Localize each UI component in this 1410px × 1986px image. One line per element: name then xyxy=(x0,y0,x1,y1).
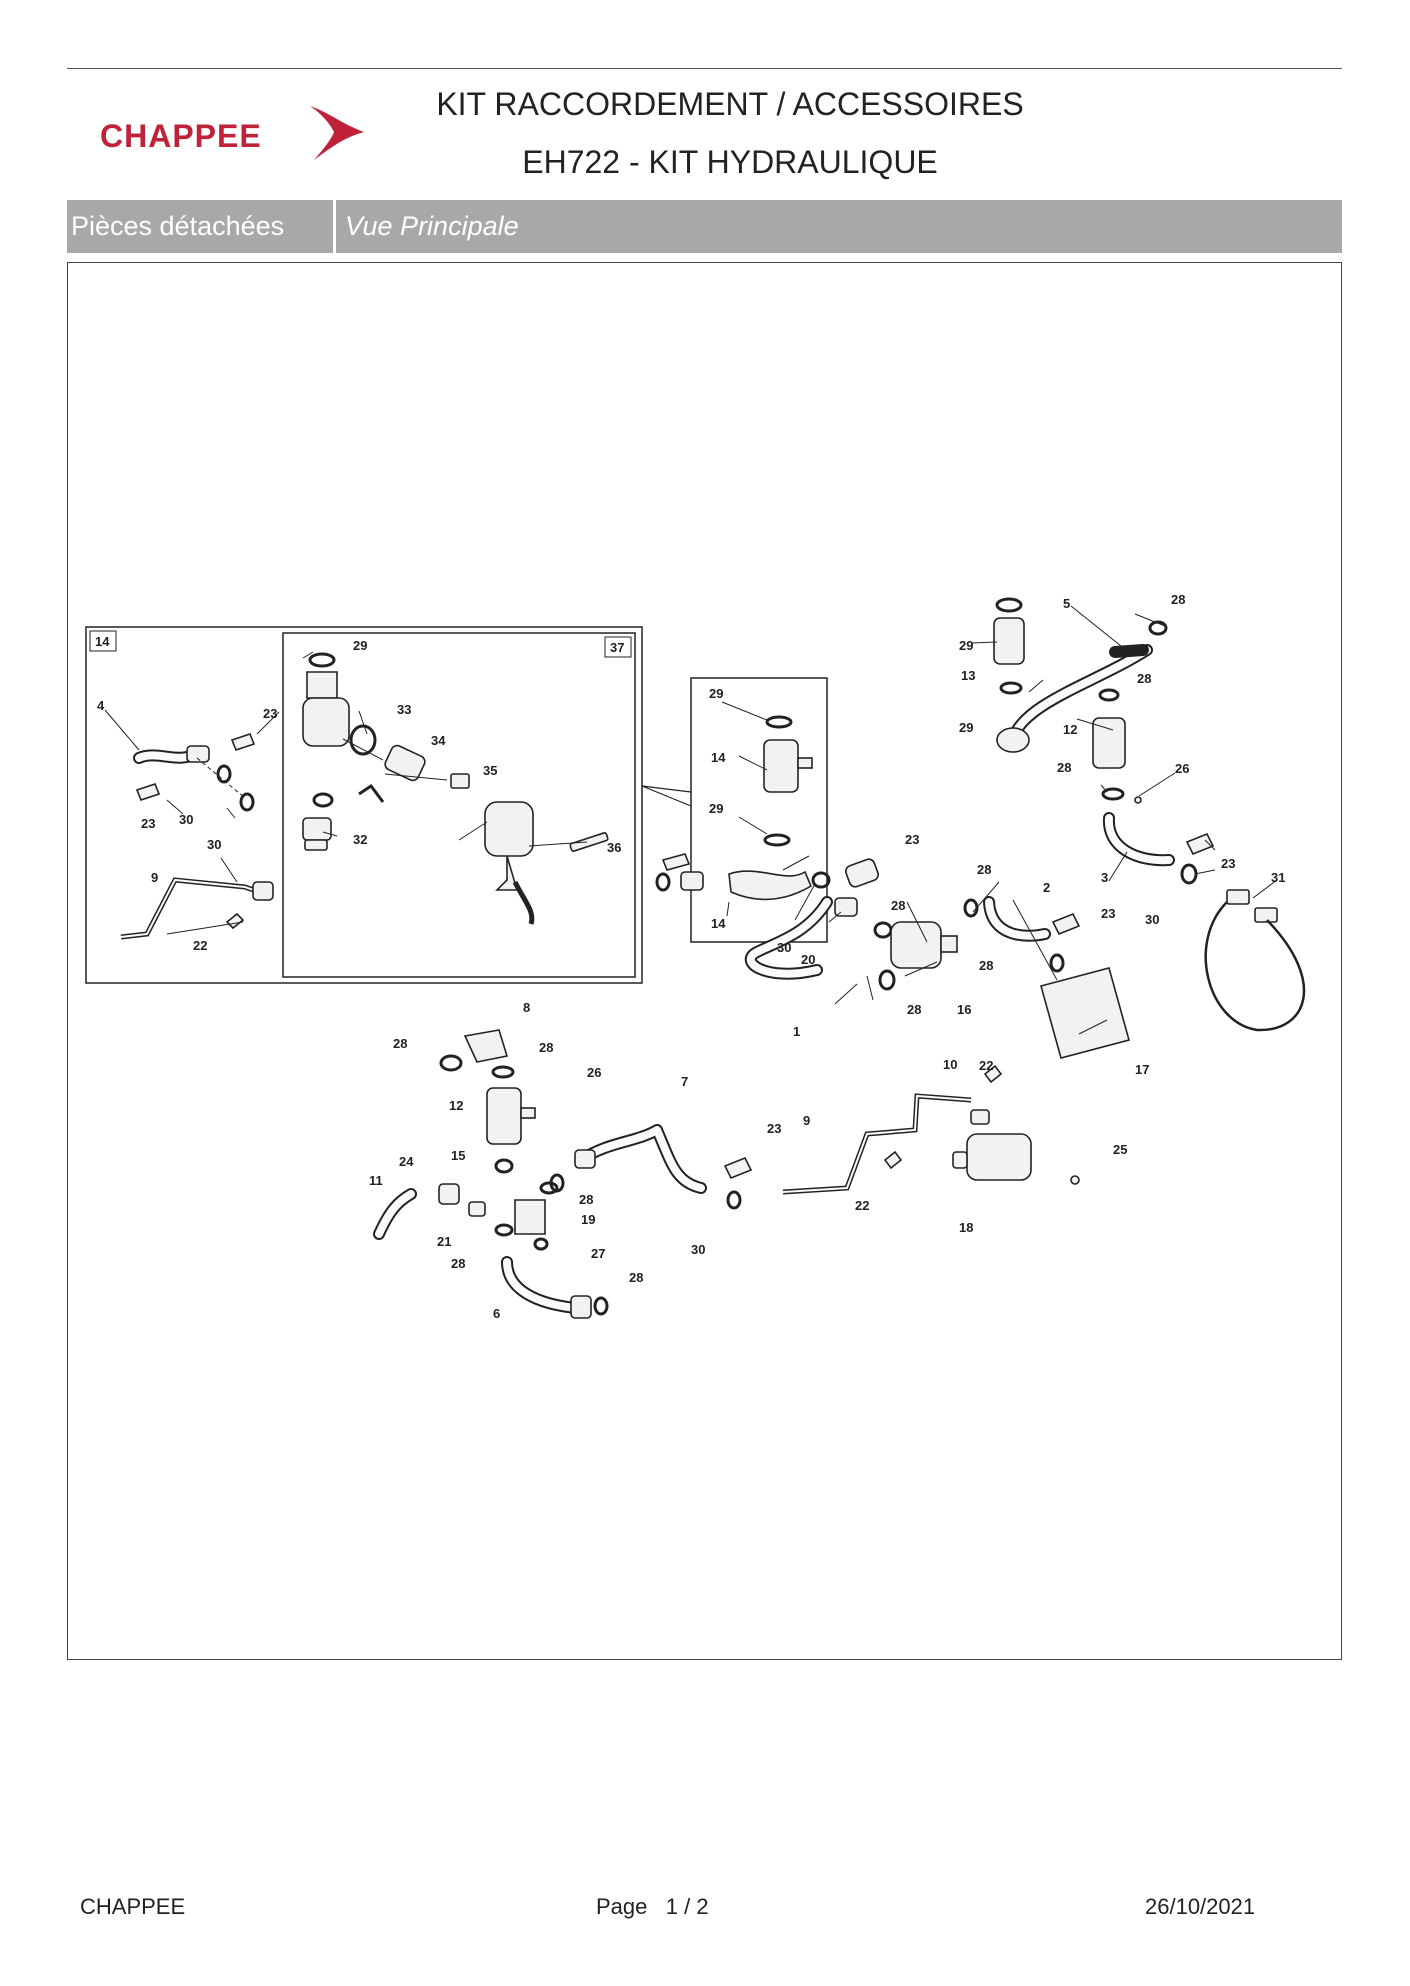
callout-28-l: 28 xyxy=(629,1270,643,1285)
callout-23: 23 xyxy=(263,706,277,721)
callout-28-e: 28 xyxy=(891,898,905,913)
inset-label-14: 14 xyxy=(95,634,110,649)
callout-17: 17 xyxy=(1135,1062,1149,1077)
callout-23-right: 23 xyxy=(1101,906,1115,921)
callout-23-inset: 23 xyxy=(141,816,155,831)
callout-4: 4 xyxy=(97,698,105,713)
inset-valve-14 xyxy=(641,677,828,943)
callout-28-k: 28 xyxy=(451,1256,465,1271)
logo-wordmark: CHAPPEE xyxy=(100,118,262,154)
callout-9-inset: 9 xyxy=(151,870,158,885)
callout-29-c: 29 xyxy=(709,686,723,701)
callout-36: 36 xyxy=(607,840,621,855)
callout-20: 20 xyxy=(801,952,815,967)
callout-21: 21 xyxy=(437,1234,451,1249)
section-label: Pièces détachées xyxy=(71,211,285,241)
callout-19: 19 xyxy=(581,1212,595,1227)
inset-14: 14 37 xyxy=(85,626,643,984)
callout-28-h: 28 xyxy=(393,1036,407,1051)
section-divider xyxy=(333,200,336,253)
section-bar: Pièces détachées Vue Principale xyxy=(67,200,1342,253)
callout-12: 12 xyxy=(449,1098,463,1113)
callout-8: 8 xyxy=(523,1000,530,1015)
callout-26-left: 26 xyxy=(587,1065,601,1080)
callout-32: 32 xyxy=(353,832,367,847)
callout-29-b: 29 xyxy=(959,720,973,735)
callout-31: 31 xyxy=(1271,870,1285,885)
footer-page-total: 2 xyxy=(696,1894,709,1919)
callout-18: 18 xyxy=(959,1220,973,1235)
callout-30-d: 30 xyxy=(1145,912,1159,927)
callout-11: 11 xyxy=(369,1173,383,1188)
footer-date: 26/10/2021 xyxy=(1145,1894,1256,1919)
callout-28-j: 28 xyxy=(579,1192,593,1207)
callout-13: 13 xyxy=(961,668,975,683)
callout-28-c: 28 xyxy=(1057,760,1071,775)
leader-lines xyxy=(104,605,1278,1035)
callout-30: 30 xyxy=(179,812,193,827)
callout-27: 27 xyxy=(591,1246,605,1261)
callout-9: 9 xyxy=(803,1113,810,1128)
callout-5: 5 xyxy=(1063,596,1070,611)
central-cluster xyxy=(655,853,1130,1059)
callout-2: 2 xyxy=(1043,880,1050,895)
right-pipe-cluster xyxy=(993,597,1306,1032)
callout-22: 22 xyxy=(193,938,207,953)
callout-35: 35 xyxy=(483,763,497,778)
callout-28-f: 28 xyxy=(979,958,993,973)
callout-30-e: 30 xyxy=(691,1242,705,1257)
callout-29-d: 29 xyxy=(709,801,723,816)
footer-page-sep: / xyxy=(684,1894,691,1919)
callout-25: 25 xyxy=(1113,1142,1127,1157)
callout-1: 1 xyxy=(793,1024,800,1039)
callout-23-center: 23 xyxy=(905,832,919,847)
callout-23-lower: 23 xyxy=(767,1121,781,1136)
callout-7: 7 xyxy=(681,1074,688,1089)
footer-page-label: Page xyxy=(596,1894,648,1919)
callout-33: 33 xyxy=(397,702,411,717)
callout-28-i: 28 xyxy=(539,1040,553,1055)
lower-right-cluster xyxy=(782,1064,1080,1195)
callout-numbers: 1 2 3 4 5 6 7 8 9 9 10 11 12 12 13 14 14… xyxy=(97,592,1285,1321)
callout-28-b: 28 xyxy=(1137,671,1151,686)
footer-page: Page 1 / 2 xyxy=(596,1894,709,1920)
diagram-frame xyxy=(67,262,1342,1660)
callout-22-lower: 22 xyxy=(855,1198,869,1213)
footer-brand: CHAPPEE xyxy=(80,1894,186,1919)
callout-6: 6 xyxy=(493,1306,500,1321)
callout-16: 16 xyxy=(957,1002,971,1017)
callout-29: 29 xyxy=(959,638,973,653)
callout-3: 3 xyxy=(1101,870,1108,885)
callout-14-lower: 14 xyxy=(711,916,726,931)
logo-swoosh-icon xyxy=(310,106,364,160)
callout-23-far: 23 xyxy=(1221,856,1235,871)
lower-left-cluster xyxy=(373,1029,753,1319)
callout-30-c: 30 xyxy=(777,940,791,955)
callout-15: 15 xyxy=(451,1148,465,1163)
callout-30-b: 30 xyxy=(207,837,221,852)
header-rule xyxy=(67,68,1342,69)
callout-28-g: 28 xyxy=(907,1002,921,1017)
view-label: Vue Principale xyxy=(345,211,519,241)
document-title: KIT RACCORDEMENT / ACCESSOIRES xyxy=(436,86,1024,122)
callout-28: 28 xyxy=(1171,592,1185,607)
callout-10: 10 xyxy=(943,1057,957,1072)
inset-label-37: 37 xyxy=(610,640,624,655)
callout-22-upper: 22 xyxy=(979,1058,993,1073)
callout-12-right: 12 xyxy=(1063,722,1077,737)
callout-34: 34 xyxy=(431,733,446,748)
footer-page-current: 1 xyxy=(665,1894,678,1919)
callout-14: 14 xyxy=(711,750,726,765)
exploded-parts-diagram: 14 37 xyxy=(85,592,1306,1321)
callout-29-e: 29 xyxy=(353,638,367,653)
callout-24: 24 xyxy=(399,1154,414,1169)
document-subtitle: EH722 - KIT HYDRAULIQUE xyxy=(522,144,938,180)
callout-28-d: 28 xyxy=(977,862,991,877)
chappee-logo: CHAPPEE xyxy=(100,100,370,170)
callout-26: 26 xyxy=(1175,761,1189,776)
